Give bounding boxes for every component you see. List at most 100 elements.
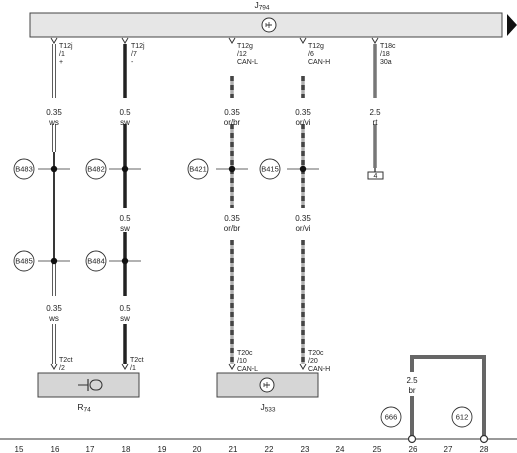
bus-node-28 (479, 434, 489, 444)
wire-size: 0.35 (224, 214, 240, 223)
component-j794: J794 (29, 0, 517, 38)
wire-size: 0.5 (119, 304, 131, 313)
svg-text:/20: /20 (308, 358, 318, 365)
pin-label-c16-top: T12j /1 + (59, 43, 73, 66)
column-number: 21 (229, 445, 238, 453)
wire-size: 2.5 (369, 108, 381, 117)
svg-text:CAN-L: CAN-L (237, 366, 258, 373)
antenna-symbol-icon (78, 379, 103, 391)
column-number: 22 (265, 445, 274, 453)
component-r74-label: R74 (77, 402, 91, 414)
wire-color: or/vi (295, 118, 310, 127)
top-pin-labels: T12j /1 + T12j /7 - T12g /12 CAN-L T12g … (59, 43, 396, 66)
svg-text:612: 612 (456, 413, 469, 422)
svg-text:T20c: T20c (308, 350, 324, 357)
component-j533: J533 (216, 372, 319, 414)
wire-color: sw (120, 314, 130, 323)
column-number: 23 (301, 445, 310, 453)
wire-color: or/vi (295, 224, 310, 233)
svg-text:T18c: T18c (380, 43, 396, 50)
column-number: 20 (193, 445, 202, 453)
svg-text:/18: /18 (380, 51, 390, 58)
wire-size: 0.35 (46, 108, 62, 117)
reference-612: 612 (451, 406, 473, 428)
wire-size: 0.5 (119, 108, 131, 117)
svg-text:B415: B415 (261, 165, 279, 174)
svg-text:B485: B485 (15, 257, 33, 266)
svg-text:T20c: T20c (237, 350, 253, 357)
column-numbers: 15 16 17 18 19 20 21 22 23 24 25 26 27 2… (15, 445, 489, 453)
splice-ticks (38, 168, 319, 262)
pin-label-c25-top: T18c /18 30a (380, 43, 396, 66)
reference-666: 666 (380, 406, 402, 428)
ground-terminal-icon: 4 (367, 171, 384, 180)
column-number: 15 (15, 445, 24, 453)
continuation-arrow-icon (507, 14, 517, 36)
pin-label-c18-top: T12j /7 - (131, 43, 145, 66)
svg-text:30a: 30a (380, 59, 392, 66)
svg-text:/1: /1 (59, 51, 65, 58)
wire-size: 0.35 (295, 214, 311, 223)
svg-text:/1: /1 (130, 365, 136, 372)
column-number: 28 (480, 445, 489, 453)
wire-color: ws (48, 314, 59, 323)
splice-b482: B482 (85, 158, 107, 180)
wire-size: 0.35 (295, 108, 311, 117)
svg-text:/10: /10 (237, 358, 247, 365)
svg-text:/6: /6 (308, 51, 314, 58)
wire-size: 2.5 (406, 376, 418, 385)
splice-b485: B485 (13, 250, 35, 272)
svg-text:T2ct: T2ct (130, 357, 144, 364)
column-number: 17 (86, 445, 95, 453)
pin-label-c21-top: T12g /12 CAN-L (237, 43, 258, 66)
svg-text:B483: B483 (15, 165, 33, 174)
wire-color: br (408, 386, 415, 395)
pin-label-c16-bottom: T2ct /2 (59, 357, 73, 372)
svg-text:666: 666 (385, 413, 398, 422)
splice-dots (50, 165, 307, 265)
wire-labels: 0.35 ws 0.35 ws 0.5 sw 0.5 sw 0.5 sw 0.3… (46, 108, 418, 395)
top-pin-arrows (50, 37, 379, 44)
column-number: 16 (51, 445, 60, 453)
electronic-unit-symbol-icon (261, 17, 277, 33)
column-number: 26 (409, 445, 418, 453)
wire-size: 0.35 (224, 108, 240, 117)
column-number: 18 (122, 445, 131, 453)
svg-text:CAN-L: CAN-L (237, 59, 258, 66)
splice-b421: B421 (187, 158, 209, 180)
wire-color: sw (120, 224, 130, 233)
svg-text:/2: /2 (59, 365, 65, 372)
wire-c26 (404, 355, 486, 439)
svg-text:T2ct: T2ct (59, 357, 73, 364)
component-j533-label: J533 (260, 402, 275, 414)
bottom-pin-labels: T2ct /2 T2ct /1 T20c /10 CAN-L T20c /20 … (59, 350, 330, 373)
terminal-label: 4 (374, 173, 378, 180)
splice-b415: B415 (259, 158, 281, 180)
wire-color: rt (373, 118, 379, 127)
svg-text:T12g: T12g (308, 43, 324, 50)
svg-text:/12: /12 (237, 51, 247, 58)
pin-label-c18-bottom: T2ct /1 (130, 357, 144, 372)
wire-color: or/br (224, 224, 241, 233)
bus-node-26 (407, 434, 417, 444)
svg-text:B484: B484 (87, 257, 105, 266)
component-r74: R74 (37, 372, 140, 414)
column-number: 24 (336, 445, 345, 453)
svg-text:CAN-H: CAN-H (308, 59, 330, 66)
column-number: 25 (373, 445, 382, 453)
wire-size: 0.5 (119, 214, 131, 223)
wire-color: or/br (224, 118, 241, 127)
svg-text:B482: B482 (87, 165, 105, 174)
pin-label-c21-bottom: T20c /10 CAN-L (237, 350, 258, 373)
wire-size: 0.35 (46, 304, 62, 313)
wire-color: sw (120, 118, 130, 127)
column-number: 19 (158, 445, 167, 453)
svg-text:-: - (131, 59, 134, 66)
svg-text:B421: B421 (189, 165, 207, 174)
pin-label-c23-top: T12g /6 CAN-H (308, 43, 330, 66)
column-number: 27 (444, 445, 453, 453)
splice-b484: B484 (85, 250, 107, 272)
component-j794-label: J794 (254, 0, 269, 12)
wire-color: ws (48, 118, 59, 127)
